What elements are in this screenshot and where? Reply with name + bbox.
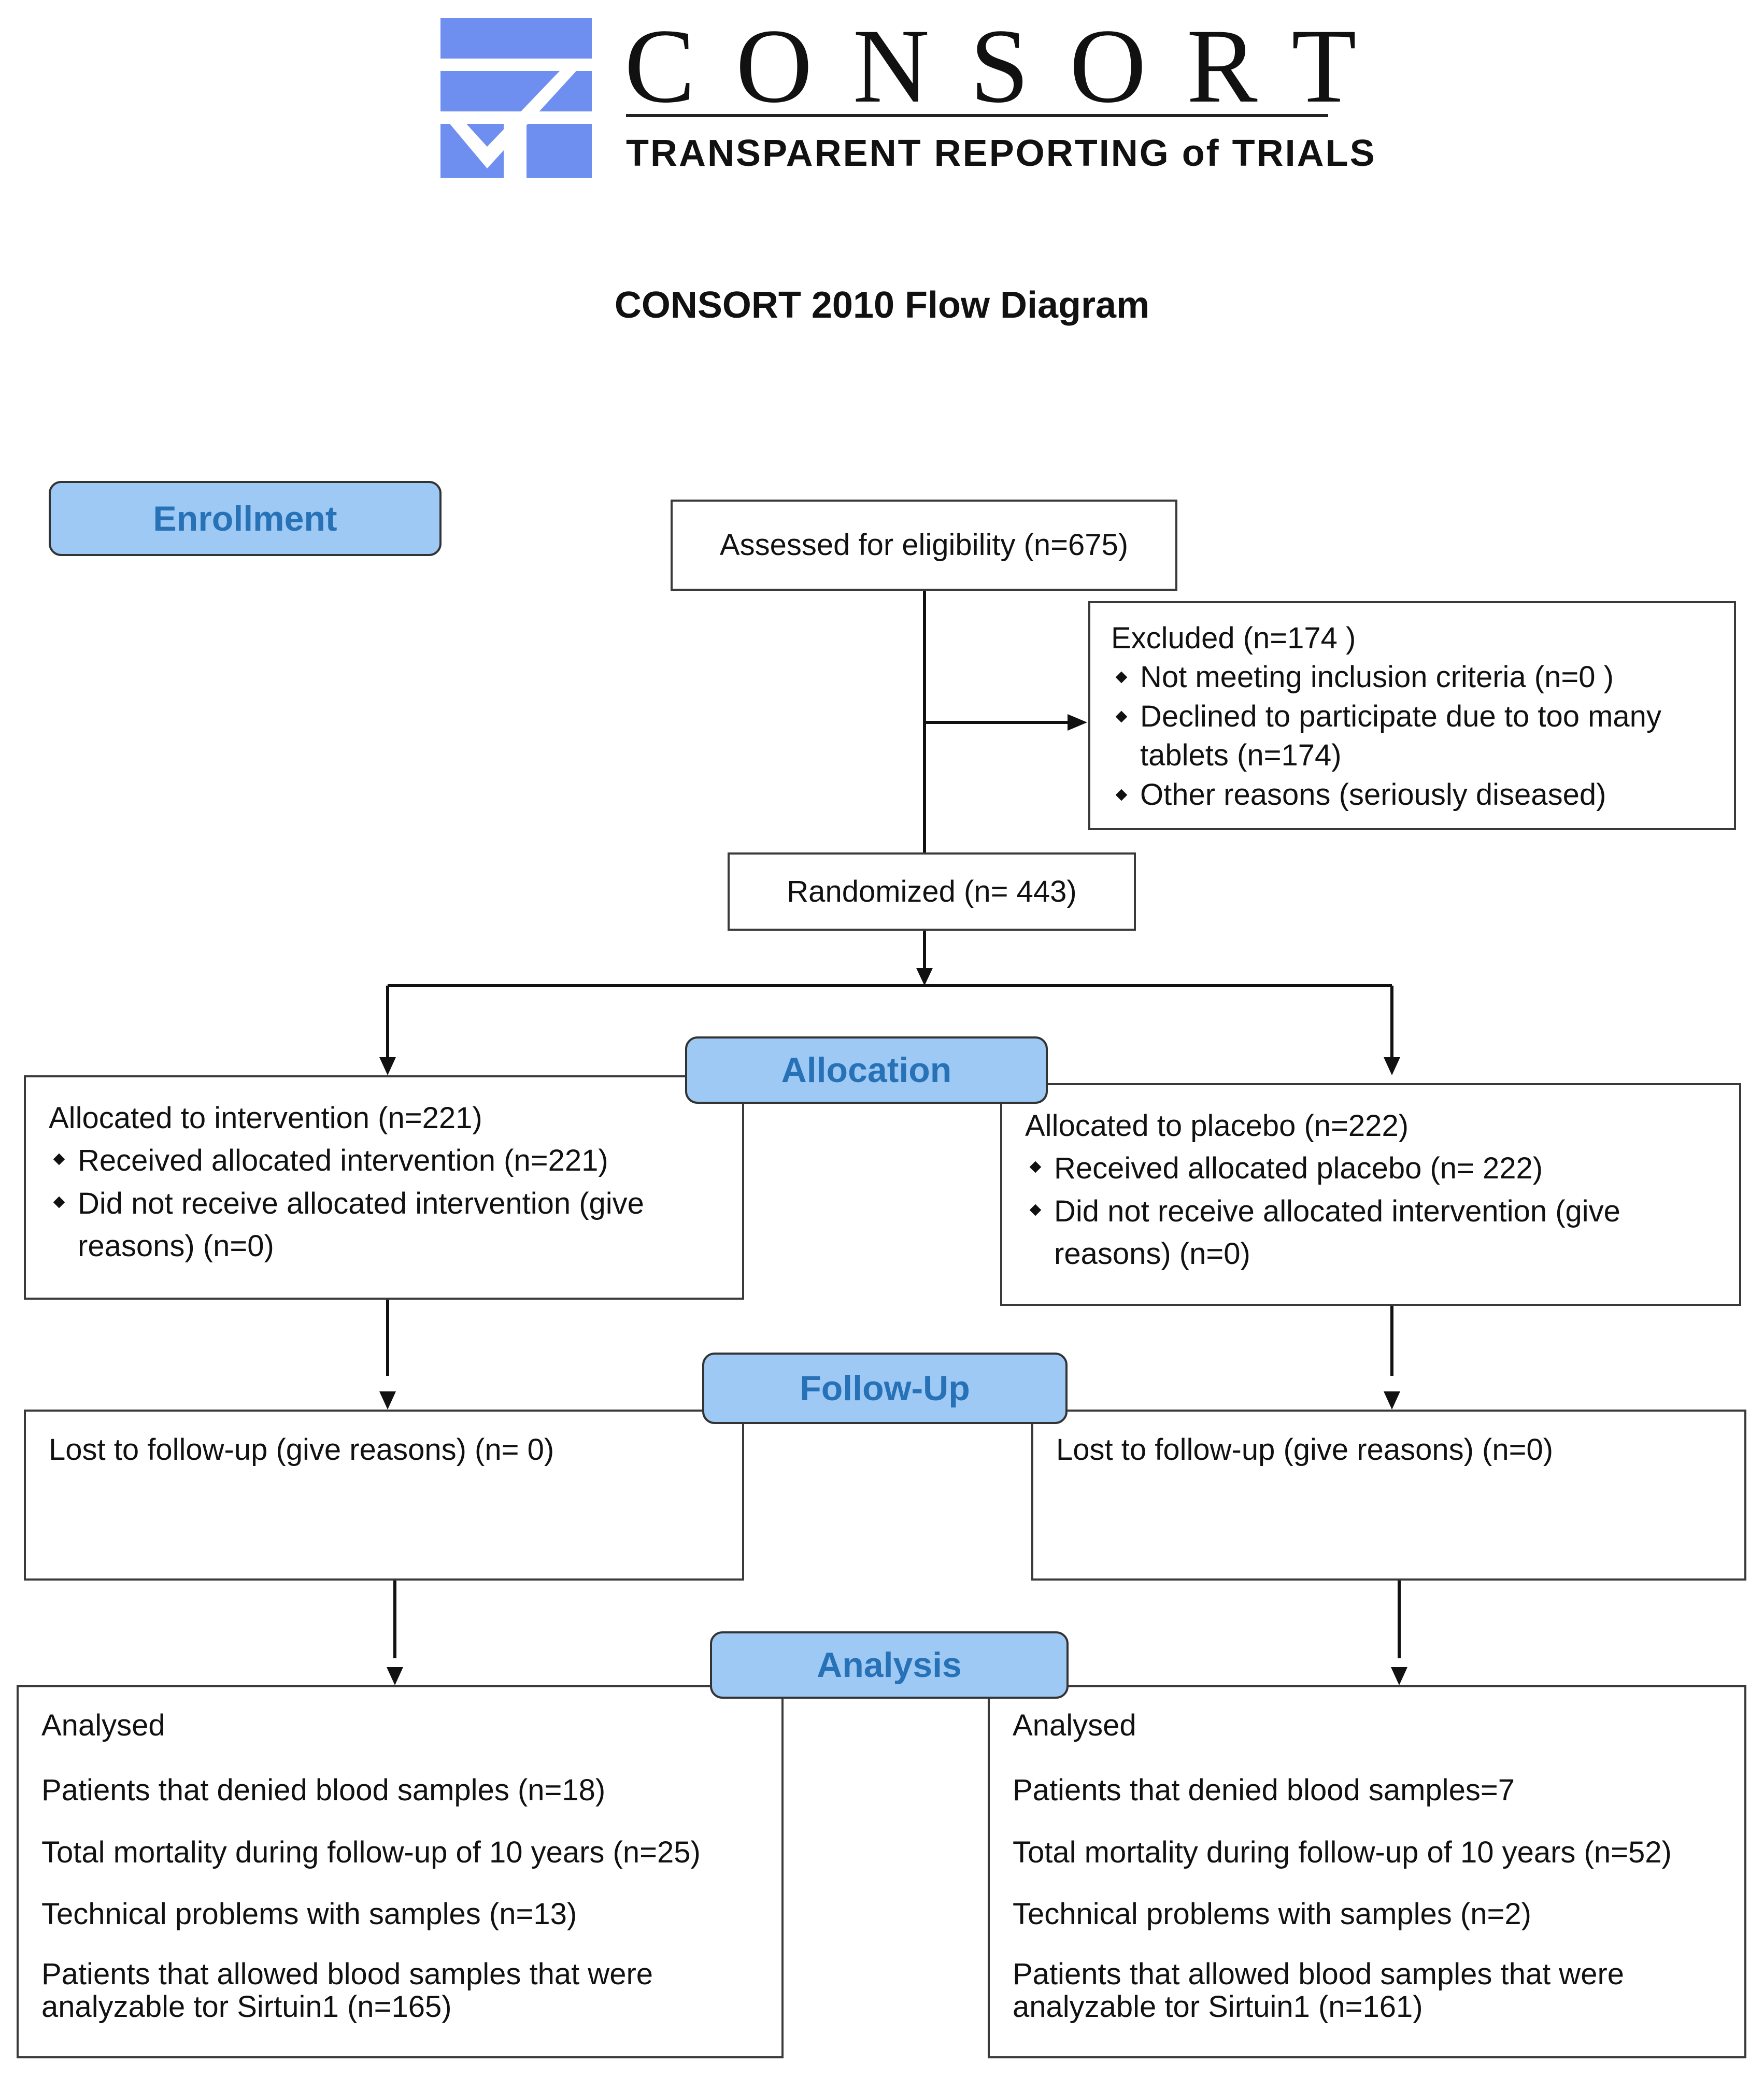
intervention-analysed: Analysed — [41, 1709, 165, 1742]
bullet-diamond-icon — [53, 1154, 65, 1165]
randomized-text: Randomized (n= 443) — [787, 874, 1077, 908]
excluded-list: Not meeting inclusion criteria (n=0 ) De… — [1111, 658, 1713, 814]
intervention-title: Allocated to intervention (n=221) — [49, 1101, 482, 1135]
logo-divider — [626, 114, 1328, 117]
placebo-followup-box: Lost to follow-up (give reasons) (n=0) — [1031, 1410, 1746, 1581]
bullet-diamond-icon — [1115, 710, 1128, 723]
intervention-allocation-box: Allocated to intervention (n=221) Receiv… — [24, 1075, 744, 1300]
arrowhead-right-followup — [1384, 1391, 1400, 1410]
intervention-technical: Technical problems with samples (n=13) — [41, 1897, 577, 1931]
placebo-analysis-box: Analysed Patients that denied blood samp… — [988, 1685, 1746, 2058]
intervention-analysis-box: Analysed Patients that denied blood samp… — [17, 1685, 784, 2058]
list-item: Received allocated placebo (n= 222) — [1025, 1147, 1716, 1190]
list-item: Not meeting inclusion criteria (n=0 ) — [1111, 658, 1713, 696]
assessed-box: Assessed for eligibility (n=675) — [671, 500, 1177, 591]
arrowhead-right-allocation — [1384, 1057, 1400, 1075]
logo-tagline: TRANSPARENT REPORTING of TRIALS — [626, 133, 1376, 174]
placebo-allocation-box: Allocated to placebo (n=222) Received al… — [1000, 1083, 1741, 1306]
list-item: Did not receive allocated intervention (… — [49, 1183, 719, 1268]
list-item: Other reasons (seriously diseased) — [1111, 775, 1713, 814]
intervention-mortality: Total mortality during follow-up of 10 y… — [41, 1835, 701, 1869]
arrowhead-right-analysis — [1391, 1667, 1407, 1685]
stage-analysis: Analysis — [710, 1631, 1069, 1699]
arrowhead-excluded — [1068, 714, 1087, 731]
stage-allocation: Allocation — [685, 1036, 1048, 1104]
bullet-diamond-icon — [1115, 789, 1128, 801]
diagram-title: CONSORT 2010 Flow Diagram — [614, 284, 1150, 326]
placebo-denied: Patients that denied blood samples=7 — [1013, 1773, 1515, 1808]
excluded-box: Excluded (n=174 ) Not meeting inclusion … — [1088, 601, 1736, 830]
arrowhead-left-allocation — [379, 1057, 396, 1075]
excluded-title: Excluded (n=174 ) — [1111, 621, 1356, 655]
bullet-diamond-icon — [53, 1196, 65, 1208]
consort-checkmark-logo-icon — [440, 18, 592, 178]
randomized-box: Randomized (n= 443) — [728, 852, 1136, 931]
bullet-diamond-icon — [1029, 1204, 1042, 1216]
bullet-diamond-icon — [1115, 672, 1128, 684]
placebo-allowed-1: Patients that allowed blood samples that… — [1013, 1957, 1625, 1991]
stage-enrollment: Enrollment — [49, 481, 442, 556]
list-item: Did not receive allocated intervention (… — [1025, 1190, 1716, 1276]
intervention-allowed-2: analyzable tor Sirtuin1 (n=165) — [41, 1990, 452, 2024]
stage-follow-up: Follow-Up — [702, 1353, 1068, 1424]
list-item: Received allocated intervention (n=221) — [49, 1140, 719, 1182]
bullet-diamond-icon — [1029, 1161, 1042, 1173]
arrowhead-left-analysis — [387, 1667, 403, 1685]
intervention-followup-box: Lost to follow-up (give reasons) (n= 0) — [24, 1410, 744, 1581]
placebo-mortality: Total mortality during follow-up of 10 y… — [1013, 1835, 1672, 1869]
arrowhead-randomized — [916, 968, 933, 986]
logo-wordmark: CONSORT — [624, 7, 1397, 125]
arrowhead-left-followup — [379, 1391, 396, 1410]
consort-logo: CONSORT TRANSPARENT REPORTING of TRIALS — [440, 13, 1591, 184]
placebo-technical: Technical problems with samples (n=2) — [1013, 1897, 1531, 1931]
intervention-denied: Patients that denied blood samples (n=18… — [41, 1773, 606, 1808]
assessed-text: Assessed for eligibility (n=675) — [719, 528, 1129, 562]
intervention-lost-text: Lost to follow-up (give reasons) (n= 0) — [49, 1433, 554, 1467]
intervention-allowed-1: Patients that allowed blood samples that… — [41, 1957, 653, 1991]
placebo-analysed: Analysed — [1013, 1709, 1136, 1742]
placebo-allowed-2: analyzable tor Sirtuin1 (n=161) — [1013, 1990, 1423, 2024]
placebo-title: Allocated to placebo (n=222) — [1025, 1109, 1409, 1143]
placebo-lost-text: Lost to follow-up (give reasons) (n=0) — [1056, 1433, 1554, 1467]
